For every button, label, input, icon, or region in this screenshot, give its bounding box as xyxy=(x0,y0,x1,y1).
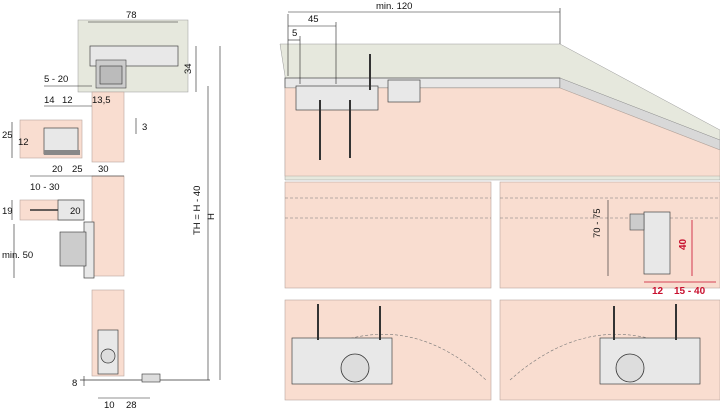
dim-12: 12 xyxy=(652,286,664,297)
dim-rail-height: 34 xyxy=(183,63,194,74)
track-perspective xyxy=(559,77,720,151)
dim-13-5: 13,5 xyxy=(92,95,111,106)
dim-width-top: 78 xyxy=(126,10,137,21)
guide-fitting-plate xyxy=(629,213,645,231)
roller-wheel-right xyxy=(615,353,645,383)
dim-30: 30 xyxy=(98,164,109,175)
dim-15-40: 15 - 40 xyxy=(674,286,706,297)
upper-wall-face xyxy=(284,87,720,177)
dim-20-b: 20 xyxy=(70,206,81,217)
roller-assembly-right xyxy=(599,337,701,385)
dim-8: 8 xyxy=(72,378,77,389)
left-section-view: 78 34 5 - 20 14 12 13,5 25 12 3 10 - 30 … xyxy=(2,10,221,411)
bracket-1-base xyxy=(44,150,80,155)
dim-45: 45 xyxy=(308,14,319,25)
top-hanger-stop xyxy=(387,79,421,103)
dim-25: 25 xyxy=(2,130,13,141)
dim-5-20: 5 - 20 xyxy=(44,74,68,85)
dim-70-75: 70 - 75 xyxy=(592,208,603,238)
dim-3: 3 xyxy=(142,122,147,133)
dim-25-b: 25 xyxy=(72,164,83,175)
mid-panel-left xyxy=(284,181,492,289)
roller-wheel-left xyxy=(340,353,370,383)
dim-20-a: 20 xyxy=(52,164,63,175)
door-leaf-upper xyxy=(91,91,125,163)
roller-assembly-left xyxy=(291,337,393,385)
dim-h: H xyxy=(206,213,217,220)
dim-10: 10 xyxy=(104,400,115,411)
dim-14: 14 xyxy=(44,95,55,106)
floor-channel xyxy=(141,373,161,383)
carriage xyxy=(99,65,123,85)
dim-40: 40 xyxy=(678,238,689,250)
dim-28: 28 xyxy=(126,400,137,411)
dim-5: 5 xyxy=(292,28,297,39)
dim-12-b: 12 xyxy=(18,137,29,148)
door-leaf-mid xyxy=(91,175,125,277)
dim-min-120: min. 120 xyxy=(376,1,412,12)
dim-10-30: 10 - 30 xyxy=(30,182,60,193)
bracket-2-body xyxy=(59,231,87,267)
dim-th: TH = H - 40 xyxy=(192,186,203,235)
guide-fitting xyxy=(643,211,671,275)
dim-min-50: min. 50 xyxy=(2,250,33,261)
mid-panel-right xyxy=(499,181,720,289)
bottom-wheel xyxy=(100,348,116,364)
dim-12-a: 12 xyxy=(62,95,73,106)
top-hanger-block xyxy=(295,85,379,111)
dim-19: 19 xyxy=(2,206,13,217)
right-elevation-view: min. 120 45 5 70 - 75 40 12 15 - 40 xyxy=(279,1,720,401)
